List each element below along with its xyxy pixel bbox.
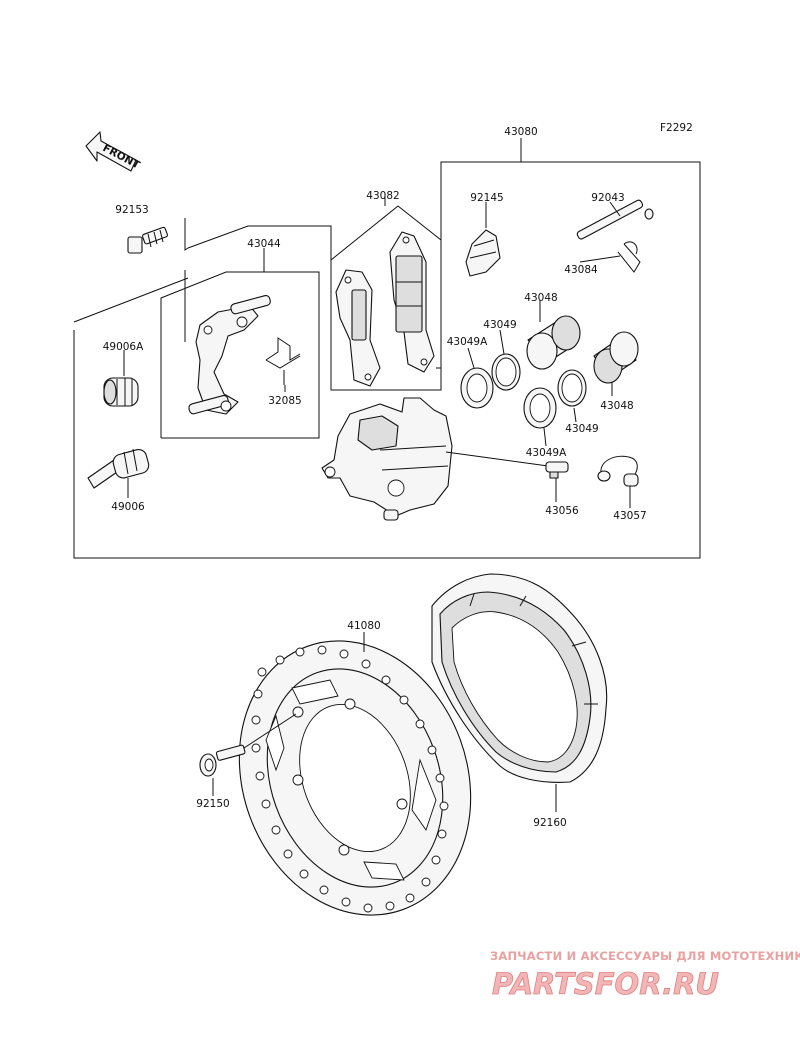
callout-43056: 43056 (545, 505, 579, 517)
callout-92145: 92145 (470, 192, 503, 204)
boot-49006a-icon (103, 377, 139, 407)
watermark-logo: PARTSFOR.RU (492, 967, 719, 1001)
callout-43057: 43057 (613, 510, 646, 522)
callout-92160: 92160 (533, 817, 566, 829)
ring-43049-icon (491, 353, 521, 391)
bolt-92150-icon (199, 713, 297, 796)
spring-92145-icon (465, 229, 501, 277)
callout-43049a-bottom: 43049A (526, 447, 567, 459)
callout-43084: 43084 (564, 264, 598, 276)
disc-cover-92160-icon (431, 573, 608, 812)
ring-43049-icon-2 (557, 369, 587, 407)
figure-code: F2292 (660, 122, 693, 134)
callout-41080: 41080 (347, 620, 380, 632)
caliper-assembly-frame (73, 138, 701, 559)
bolt-92153-icon (127, 226, 168, 254)
callout-32085: 32085 (268, 395, 301, 407)
callout-49006: 49006 (111, 501, 145, 513)
callout-43080: 43080 (504, 126, 537, 138)
bleeder-43056-icon (445, 451, 569, 479)
callout-92043: 92043 (591, 192, 624, 204)
pin-92043-icon (576, 199, 654, 240)
callout-92153: 92153 (115, 204, 148, 216)
pin-49006-icon (87, 448, 150, 489)
watermark-tagline: ЗАПЧАСТИ И АКСЕССУАРЫ ДЛЯ МОТОТЕХНИКИ (490, 949, 800, 963)
callout-92150: 92150 (196, 798, 229, 810)
seal-43049a-icon (460, 367, 494, 409)
callout-43049-top: 43049 (483, 319, 516, 331)
callout-49006a: 49006A (103, 341, 144, 353)
callout-43082: 43082 (366, 190, 399, 202)
bracket-43044-icon (188, 294, 271, 415)
callout-43048-right: 43048 (600, 400, 633, 412)
bracket-frame (160, 225, 332, 439)
brake-pad-43082-icon (335, 231, 435, 387)
leader-lines (123, 201, 631, 508)
brake-disc-41080-icon (238, 632, 472, 916)
callout-43049a-top: 43049A (447, 336, 488, 348)
callout-43049-bottom: 43049 (565, 423, 598, 435)
spring-32085-icon (265, 337, 301, 385)
bolt-leader (184, 218, 189, 251)
piston-43048-icon-2 (593, 331, 639, 384)
callout-43044: 43044 (247, 238, 281, 250)
seal-43049a-icon-2 (523, 387, 557, 429)
pad-set-frame (330, 205, 442, 391)
front-arrow-icon: FRONT (85, 131, 142, 172)
clip-43084-icon (617, 241, 641, 273)
callout-43048-top: 43048 (524, 292, 557, 304)
cap-43057-icon (597, 455, 639, 487)
piston-43048-icon (526, 315, 581, 370)
caliper-body-icon (321, 397, 453, 521)
